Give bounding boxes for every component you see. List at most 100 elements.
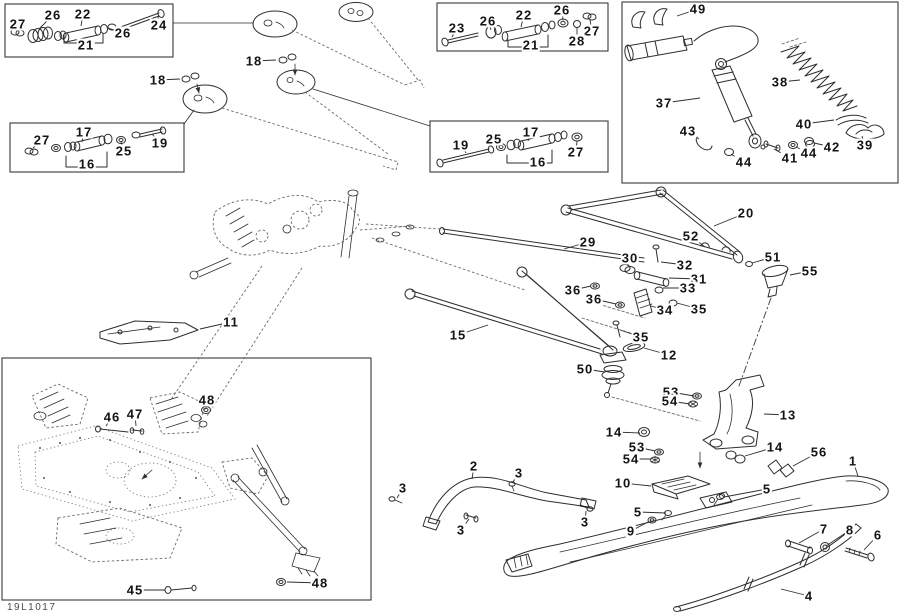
leader-line — [643, 347, 670, 356]
steering-bracket-12 — [622, 341, 646, 353]
leader-line — [575, 140, 578, 153]
leader-line — [773, 148, 791, 159]
leader-line — [487, 20, 492, 31]
link-kit-mid — [436, 130, 583, 168]
callout-box — [9, 122, 185, 173]
leader-line — [676, 8, 699, 17]
leader-line — [792, 451, 820, 467]
leader-line — [471, 465, 475, 480]
nut-51 — [745, 261, 753, 267]
leader-line — [861, 135, 866, 146]
spring-seat-parts — [835, 114, 885, 140]
leader-line — [151, 133, 161, 144]
leader-line — [723, 488, 768, 498]
leader-line — [157, 78, 181, 81]
callout-box — [621, 1, 899, 184]
leader-line — [457, 324, 489, 336]
leader-line — [32, 139, 43, 149]
leader-line — [798, 528, 825, 544]
leader-line — [813, 142, 833, 148]
leader-line — [520, 14, 525, 28]
runner-bolt-hardware — [785, 539, 875, 562]
leader-line — [789, 270, 811, 276]
front-frame-ghost — [17, 383, 321, 594]
callout-box — [436, 2, 609, 52]
leader-line — [852, 460, 859, 477]
leader-line — [803, 119, 835, 125]
ball-joint-50 — [601, 365, 701, 422]
leader-line — [584, 510, 587, 523]
callout-connector-lines — [172, 22, 431, 127]
leader-line — [676, 302, 700, 310]
leader-line — [627, 257, 631, 267]
leader-line — [622, 482, 652, 487]
leader-line — [660, 261, 686, 266]
leader-line — [134, 413, 137, 427]
leader-line — [637, 511, 667, 514]
screw-5 — [716, 494, 724, 500]
callout-box — [4, 3, 174, 58]
leader-line — [253, 59, 277, 62]
leader-line — [584, 368, 606, 373]
leader-line — [668, 277, 700, 280]
remote-reservoir — [624, 35, 693, 62]
leader-line — [687, 130, 700, 140]
leader-line — [460, 518, 470, 531]
ball-joint-55 — [738, 264, 789, 387]
leader-line — [669, 400, 691, 405]
leader-line — [460, 144, 467, 154]
leader-line — [396, 487, 404, 499]
leader-line — [613, 431, 641, 434]
leader-lines — [16, 8, 879, 597]
leader-line — [636, 446, 656, 452]
shock-body — [711, 58, 766, 150]
leader-line — [780, 588, 810, 597]
leader-line — [572, 285, 592, 291]
leader-line — [527, 131, 532, 142]
leader-line — [825, 529, 851, 547]
washer — [724, 148, 734, 156]
leader-line — [561, 9, 564, 21]
leader-line — [751, 256, 774, 264]
callout-box — [429, 120, 609, 173]
snap-ring — [695, 136, 713, 151]
leader-line — [744, 446, 776, 457]
clamp-half — [631, 11, 646, 29]
leader-line — [650, 305, 666, 311]
leader-line — [38, 14, 54, 30]
leader-line — [589, 19, 593, 32]
leader-line — [619, 329, 642, 338]
rivet-dots — [39, 437, 197, 506]
tie-rod — [439, 227, 645, 263]
steering-module-ghost — [169, 189, 526, 417]
ghost-arms-and-callouts — [181, 2, 425, 171]
leader-line — [690, 235, 706, 248]
leader-line — [199, 321, 232, 330]
leader-line — [663, 97, 701, 104]
leader-line — [795, 146, 810, 154]
ski-leg-spindle — [638, 374, 795, 478]
leader-line — [779, 79, 801, 83]
tie-rod-end-kit-top-left — [10, 9, 165, 44]
tie-rod-end-kit-top-mid — [441, 12, 597, 48]
shock-absorber-assembly — [624, 8, 885, 156]
leader-line — [730, 153, 745, 163]
leader-line — [512, 472, 520, 483]
ski-assembly — [503, 475, 889, 612]
clamp-half — [653, 8, 668, 26]
leader-line — [863, 534, 879, 551]
leader-line — [763, 413, 789, 416]
ski-handle — [388, 476, 597, 531]
leader-line — [593, 298, 617, 305]
leader-line — [670, 391, 695, 397]
leader-line — [157, 15, 160, 26]
leader-line — [451, 27, 458, 38]
leader-line — [105, 416, 113, 427]
rubber-stopper-pad — [651, 475, 711, 500]
callout-boxes — [1, 1, 899, 601]
support-plate-part-11 — [99, 320, 199, 345]
callout-box — [1, 357, 372, 601]
leader-line — [713, 212, 747, 227]
